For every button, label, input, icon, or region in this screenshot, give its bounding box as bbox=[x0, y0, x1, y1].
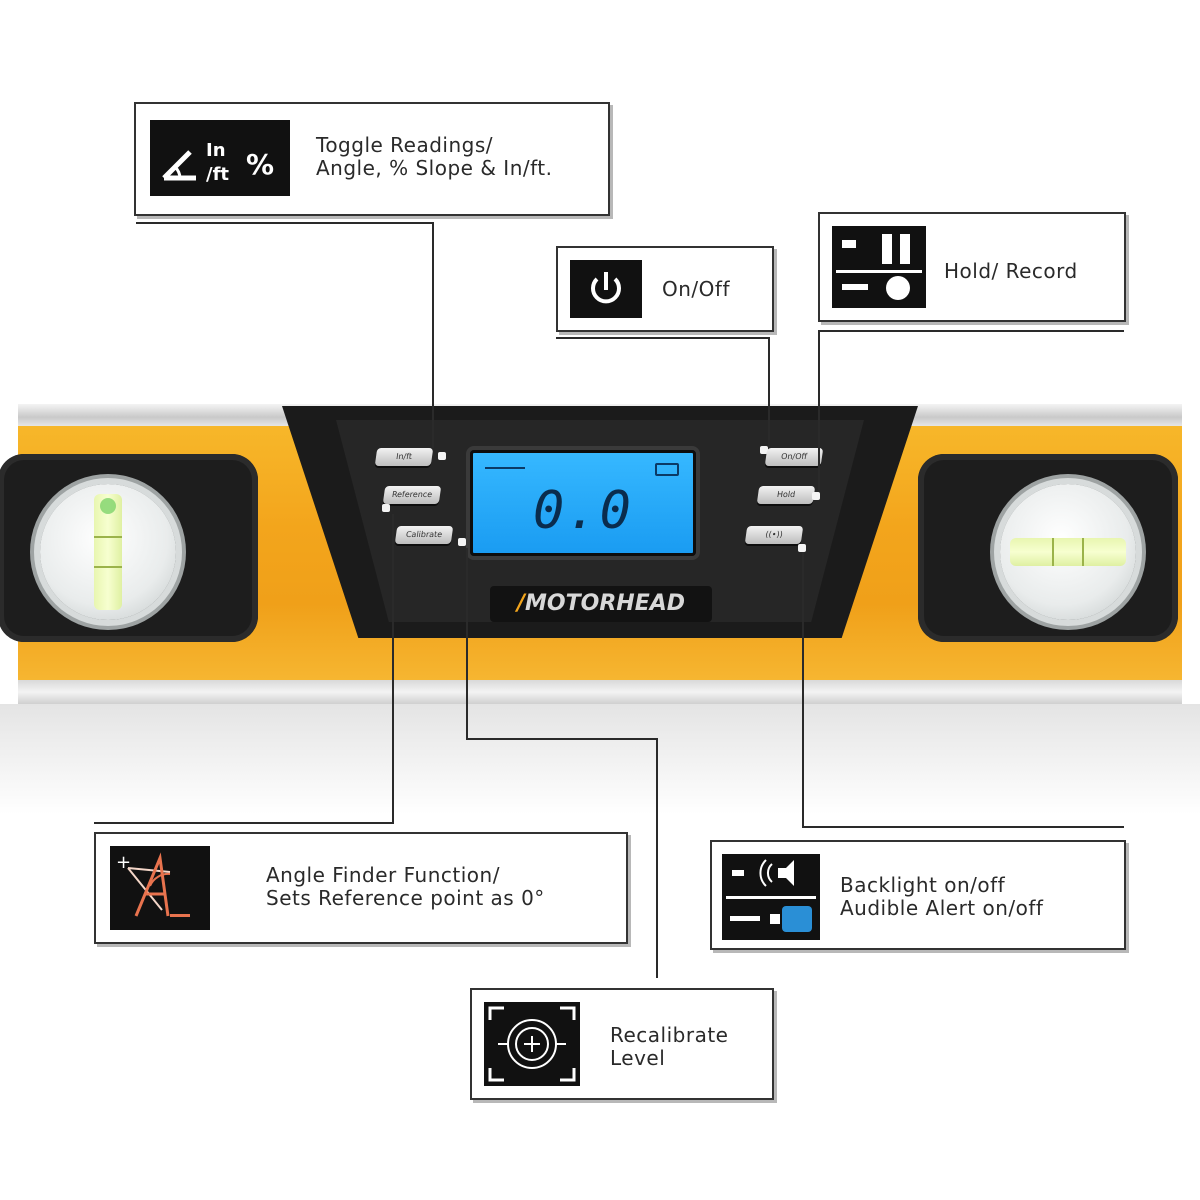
power-icon bbox=[570, 260, 642, 318]
recalibrate-label: Recalibrate Level bbox=[610, 1023, 729, 1070]
vial-mark bbox=[94, 566, 122, 568]
onoff-led bbox=[760, 446, 768, 454]
battery-icon bbox=[655, 463, 679, 476]
sound-button[interactable]: ((•)) bbox=[744, 526, 804, 544]
brand-logo: /MOTORHEAD bbox=[490, 586, 712, 622]
floor-shadow bbox=[0, 704, 1200, 814]
leader-line bbox=[136, 222, 434, 224]
vial-mark bbox=[1052, 538, 1054, 566]
toggle-readings-label: Toggle Readings/ Angle, % Slope & In/ft. bbox=[316, 133, 553, 180]
brand-mark: / bbox=[516, 591, 526, 616]
leader-line bbox=[802, 552, 804, 828]
lcd-display: 0.0 bbox=[470, 450, 696, 556]
lcd-indicator-bar bbox=[485, 467, 525, 469]
svg-text:/ft: /ft bbox=[206, 164, 229, 185]
inft-button[interactable]: In/ft bbox=[374, 448, 434, 466]
leader-line bbox=[466, 738, 658, 740]
onoff-label: On/Off bbox=[662, 277, 730, 301]
plumb-vial-housing bbox=[0, 454, 258, 642]
hold-record-icon bbox=[832, 226, 926, 308]
leader-line bbox=[802, 826, 1124, 828]
leader-line bbox=[818, 330, 1124, 332]
recalibrate-callout: Recalibrate Level bbox=[470, 988, 774, 1100]
recalibrate-target-icon bbox=[484, 1002, 580, 1086]
vial-mark bbox=[94, 536, 122, 538]
backlight-alert-label: Backlight on/off Audible Alert on/off bbox=[840, 873, 1044, 920]
backlight-alert-callout: Backlight on/off Audible Alert on/off bbox=[710, 840, 1126, 950]
leader-line bbox=[392, 514, 394, 824]
leader-line bbox=[656, 738, 658, 978]
lcd-reading: 0.0 bbox=[533, 481, 633, 541]
level-tube bbox=[1010, 538, 1126, 566]
angle-finder-callout: + Angle Finder Function/ Sets Reference … bbox=[94, 832, 628, 944]
toggle-readings-callout: In /ft % Toggle Readings/ Angle, % Slope… bbox=[134, 102, 610, 216]
svg-text:In: In bbox=[206, 140, 226, 161]
leader-line bbox=[768, 337, 770, 447]
plumb-vial bbox=[40, 484, 176, 620]
vial-mark bbox=[1082, 538, 1084, 566]
angle-finder-icon: + bbox=[110, 846, 210, 930]
inft-led bbox=[438, 452, 446, 460]
hold-record-label: Hold/ Record bbox=[944, 259, 1078, 283]
angle-inft-percent-icon: In /ft % bbox=[150, 120, 290, 196]
level-vial-housing bbox=[918, 454, 1178, 642]
brand-name: MOTORHEAD bbox=[525, 591, 686, 616]
hold-button[interactable]: Hold bbox=[756, 486, 816, 504]
svg-text:+: + bbox=[116, 852, 131, 873]
aluminum-bottom-rail bbox=[18, 680, 1182, 704]
calibrate-led bbox=[458, 538, 466, 546]
leader-line bbox=[432, 222, 434, 448]
backlight-alert-icon bbox=[722, 854, 820, 940]
reference-led bbox=[382, 504, 390, 512]
leader-line bbox=[94, 822, 394, 824]
svg-text:%: % bbox=[246, 148, 274, 181]
calibrate-button[interactable]: Calibrate bbox=[394, 526, 454, 544]
hold-record-callout: Hold/ Record bbox=[818, 212, 1126, 322]
leader-line bbox=[466, 548, 468, 740]
hold-led bbox=[812, 492, 820, 500]
sound-led bbox=[798, 544, 806, 552]
onoff-callout: On/Off bbox=[556, 246, 774, 332]
onoff-button[interactable]: On/Off bbox=[764, 448, 824, 466]
plumb-tube bbox=[94, 494, 122, 610]
reference-button[interactable]: Reference bbox=[382, 486, 442, 504]
level-vial bbox=[1000, 484, 1136, 620]
plumb-bubble bbox=[100, 498, 116, 514]
leader-line bbox=[818, 330, 820, 490]
leader-line bbox=[556, 337, 770, 339]
angle-finder-label: Angle Finder Function/ Sets Reference po… bbox=[266, 863, 545, 910]
